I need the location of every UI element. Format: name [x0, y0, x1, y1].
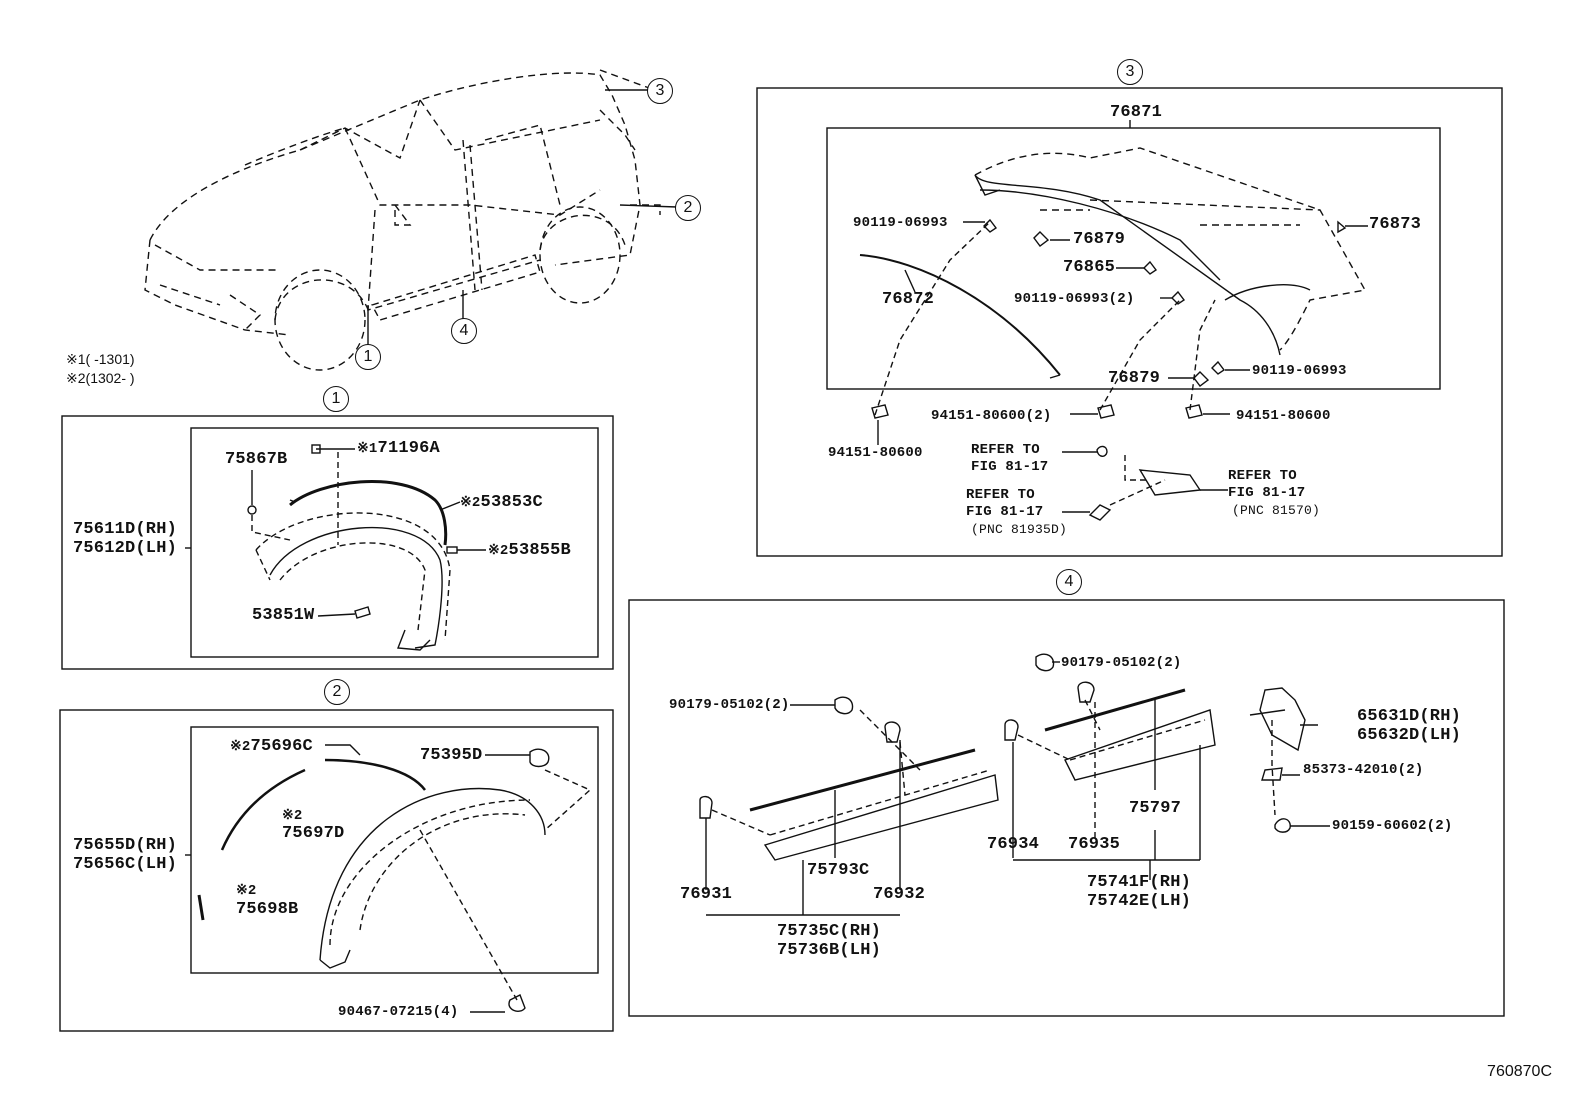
part-75696C-number: 75696C	[250, 737, 313, 756]
part-76873: 76873	[1369, 215, 1422, 234]
group2-title: 2	[324, 679, 350, 705]
callout-2-car: 2	[675, 195, 701, 221]
part-75793C: 75793C	[807, 861, 870, 880]
refer-1-a: REFER TO	[971, 442, 1040, 458]
part-53853C-mark: ※2	[460, 495, 481, 511]
part-76931: 76931	[680, 885, 733, 904]
part-94151-80600-b: 94151-80600	[1236, 408, 1331, 424]
part-90159-60602: 90159-60602(2)	[1332, 818, 1453, 834]
part-75736B: 75736B(LH)	[777, 941, 882, 960]
part-76932: 76932	[873, 885, 926, 904]
car-callout-lines	[367, 89, 678, 345]
refer-2-c: (PNC 81935D)	[971, 522, 1068, 537]
part-75696C-mark: ※2	[230, 739, 251, 755]
part-75612D: 75612D(LH)	[73, 539, 178, 558]
refer-2-b: FIG 81-17	[966, 504, 1044, 520]
callout-1-car: 1	[355, 344, 381, 370]
part-75797: 75797	[1129, 799, 1182, 818]
part-53851W: 53851W	[252, 606, 315, 625]
part-76935: 76935	[1068, 835, 1121, 854]
refer-3-c: (PNC 81570)	[1232, 503, 1321, 518]
part-90119-06993-a: 90119-06993	[853, 215, 948, 231]
part-75697D-mark: ※2	[282, 808, 303, 824]
note-2: ※2(1302- )	[66, 370, 135, 387]
part-75698B: 75698B	[236, 900, 299, 919]
group3-title: 3	[1117, 59, 1143, 85]
part-75656C: 75656C(LH)	[73, 855, 178, 874]
part-90179-05102-b: 90179-05102(2)	[669, 697, 790, 713]
part-76871: 76871	[1110, 103, 1163, 122]
group1-frame	[61, 415, 614, 670]
group2-parts-drawing	[197, 744, 592, 1013]
part-85373-42010: 85373-42010(2)	[1303, 762, 1424, 778]
refer-2-a: REFER TO	[966, 487, 1035, 503]
part-53853C-number: 53853C	[480, 493, 543, 512]
refer-3-a: REFER TO	[1228, 468, 1297, 484]
part-53855B: ※253855B	[488, 542, 571, 560]
part-94151-80600-a: 94151-80600(2)	[931, 408, 1052, 424]
note-1-mark: ※1	[66, 351, 86, 367]
part-75697D: 75697D	[282, 824, 345, 843]
group1-title: 1	[323, 386, 349, 412]
refer-1-b: FIG 81-17	[971, 459, 1049, 475]
part-76872: 76872	[882, 290, 935, 309]
part-53853C: ※253853C	[460, 494, 543, 512]
group2-frame	[59, 709, 614, 1032]
note-1: ※1( -1301)	[66, 351, 135, 368]
part-53855B-number: 53855B	[508, 541, 571, 560]
part-75696C: ※275696C	[230, 738, 313, 756]
group1-parts-drawing	[247, 444, 486, 651]
part-76865: 76865	[1063, 258, 1116, 277]
part-75735C: 75735C(RH)	[777, 922, 882, 941]
group4-parts-drawing	[699, 653, 1330, 916]
group3-frame	[756, 87, 1503, 557]
diagram-code: 760870C	[1487, 1063, 1552, 1080]
part-75611D: 75611D(RH)	[73, 520, 178, 539]
part-90467-07215: 90467-07215(4)	[338, 1004, 459, 1020]
note-2-text: (1302- )	[85, 370, 135, 386]
part-94151-80600-c: 94151-80600	[828, 445, 923, 461]
part-71196A-mark: ※1	[357, 441, 378, 457]
group4-title: 4	[1056, 569, 1082, 595]
part-76879-a: 76879	[1073, 230, 1126, 249]
part-90179-05102-a: 90179-05102(2)	[1061, 655, 1182, 671]
part-75395D: 75395D	[420, 746, 483, 765]
callout-3-car: 3	[647, 78, 673, 104]
part-90119-06993-b: 90119-06993(2)	[1014, 291, 1135, 307]
part-75655D: 75655D(RH)	[73, 836, 178, 855]
part-76934: 76934	[987, 835, 1040, 854]
group3-parts-drawing	[859, 147, 1368, 521]
note-2-mark: ※2	[66, 370, 86, 386]
part-75741F: 75741F(RH)	[1087, 873, 1192, 892]
car-overview-drawing	[144, 69, 661, 371]
part-65631D: 65631D(RH)	[1357, 707, 1462, 726]
part-76879-b: 76879	[1108, 369, 1161, 388]
part-90119-06993-c: 90119-06993	[1252, 363, 1347, 379]
part-71196A-number: 71196A	[377, 439, 440, 458]
refer-3-b: FIG 81-17	[1228, 485, 1306, 501]
group4-frame	[628, 599, 1505, 1017]
part-75698B-mark: ※2	[236, 883, 257, 899]
part-75867B: 75867B	[225, 450, 288, 469]
callout-4-car: 4	[451, 318, 477, 344]
part-75742E: 75742E(LH)	[1087, 892, 1192, 911]
part-53855B-mark: ※2	[488, 543, 509, 559]
part-65632D: 65632D(LH)	[1357, 726, 1462, 745]
part-71196A: ※171196A	[357, 440, 440, 458]
note-1-text: ( -1301)	[85, 351, 135, 367]
